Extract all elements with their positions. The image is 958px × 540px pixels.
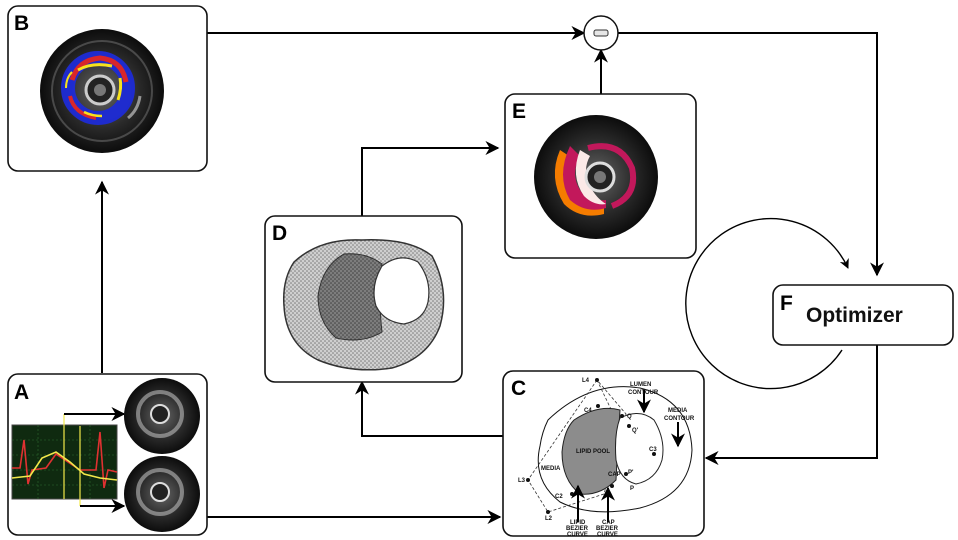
arrow-d-to-e [361, 141, 500, 216]
panel-a-acquisition: A [7, 373, 208, 536]
flow-connectors [95, 26, 884, 524]
circular-arrow-icon [685, 217, 849, 390]
label-lipid-pool: LIPID POOL [576, 449, 610, 455]
label-lumen-contour-2: CONTOUR [628, 390, 659, 396]
label-media-contour-2: CONTOUR [664, 416, 695, 422]
optimizer-box [772, 284, 954, 346]
label-p-prime: P' [628, 470, 634, 476]
label-cap-bezier-1: CAP [602, 520, 615, 526]
lumen-d [373, 257, 430, 325]
panel-c-parametric-model: C L4 LUMEN CONTOUR MEDIA CONTOUR C4 Q [502, 370, 705, 538]
label-l4: L4 [582, 378, 590, 384]
label-media-contour-1: MEDIA [668, 408, 688, 414]
panel-b-elastogram: B [7, 5, 208, 172]
label-lipid-bezier-2: BEZIER [566, 526, 589, 532]
minus-icon [593, 29, 609, 37]
arrow-f-to-c [704, 345, 878, 465]
panel-d-label: D [272, 222, 287, 245]
arrow-c-to-d [355, 380, 503, 437]
label-l3: L3 [518, 478, 526, 484]
strain-map-b [61, 51, 135, 125]
label-q: Q [627, 414, 632, 420]
panel-f-optimizer: F Optimizer [685, 217, 954, 390]
panel-a-label: A [14, 381, 29, 404]
subtract-node [583, 15, 619, 51]
label-lumen-contour-1: LUMEN [630, 382, 651, 388]
ivus-frame-2 [124, 456, 200, 532]
label-media: MEDIA [541, 466, 561, 472]
label-cap-bezier-2: BEZIER [596, 526, 619, 532]
label-cap-bezier-3: CURVE [597, 532, 618, 538]
label-l2: L2 [545, 516, 553, 522]
lipid-pool-d [317, 253, 383, 341]
panel-c-label: C [511, 377, 526, 400]
label-c3: C3 [649, 447, 657, 453]
panel-f-label: F [780, 292, 793, 315]
arrow-subtract-to-f [618, 32, 884, 277]
label-cap: CAP [608, 472, 621, 478]
ecg-trace [11, 414, 118, 506]
control-polygon-c [527, 379, 627, 513]
label-q-prime: Q' [632, 428, 639, 434]
strain-map-e [554, 143, 636, 216]
lumen-contour-c [615, 413, 664, 485]
panel-d-finite-element-model: D [264, 215, 463, 383]
optimizer-title: Optimizer [806, 304, 903, 327]
panel-b-label: B [14, 12, 29, 35]
panel-e-label: E [512, 100, 526, 123]
label-c2: C2 [555, 494, 563, 500]
label-lipid-bezier-3: CURVE [567, 532, 588, 538]
label-c4: C4 [584, 408, 592, 414]
label-lipid-bezier-1: LIPID [570, 520, 586, 526]
panel-e-simulated-strain: E [504, 93, 697, 259]
ivus-frame-1 [124, 378, 200, 454]
label-p: P [630, 486, 634, 492]
